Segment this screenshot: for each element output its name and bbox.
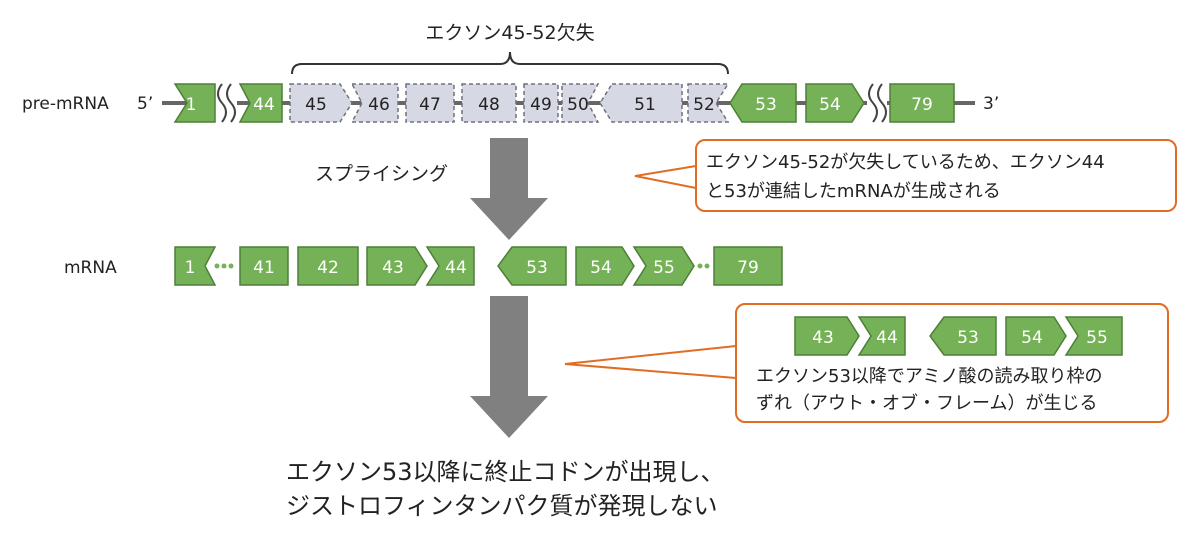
pre-mrna-exon-44: 44 bbox=[238, 83, 283, 123]
mrna-label: mRNA bbox=[64, 258, 117, 278]
pre-mrna-3prime: 3’ bbox=[983, 94, 999, 114]
mrna-exon-79: 79 bbox=[713, 246, 783, 286]
pre-mrna-exon-49: 49 bbox=[523, 83, 559, 123]
svg-text:47: 47 bbox=[419, 95, 441, 115]
mrna-exon-1: 1 bbox=[174, 246, 217, 286]
conclusion-line-2: ジストロフィンタンパク質が発現しない bbox=[286, 492, 718, 520]
svg-text:54: 54 bbox=[819, 95, 841, 115]
pre-mrna-exon-53: 53 bbox=[729, 83, 797, 123]
pre-mrna-5prime: 5’ bbox=[137, 94, 153, 114]
pre-mrna-exon-45: 45 bbox=[289, 83, 353, 123]
svg-text:43: 43 bbox=[382, 258, 404, 278]
callout-2-line-1: エクソン53以降でアミノ酸の読み取り枠の bbox=[756, 366, 1103, 387]
svg-text:1: 1 bbox=[185, 258, 196, 278]
svg-text:54: 54 bbox=[590, 258, 612, 278]
translation-arrow bbox=[470, 296, 548, 438]
mrna-exon-42: 42 bbox=[297, 246, 359, 286]
callout-exon-44: 44 bbox=[857, 316, 906, 356]
svg-text:44: 44 bbox=[876, 328, 898, 348]
mrna-exon-41: 41 bbox=[239, 246, 289, 286]
svg-text:54: 54 bbox=[1021, 328, 1043, 348]
svg-text:44: 44 bbox=[253, 95, 275, 115]
svg-text:52: 52 bbox=[693, 95, 715, 115]
svg-text:53: 53 bbox=[755, 95, 777, 115]
pre-mrna-exon-79: 79 bbox=[889, 83, 955, 123]
callout-exon-43: 43 bbox=[794, 316, 860, 356]
pre-mrna-exon-1: 1 bbox=[173, 83, 216, 123]
callout-1-line-1: エクソン45-52が欠失しているため、エクソン44 bbox=[706, 152, 1105, 173]
svg-text:49: 49 bbox=[530, 95, 552, 115]
svg-text:42: 42 bbox=[317, 258, 339, 278]
svg-text:45: 45 bbox=[305, 95, 327, 115]
callout-1-box bbox=[695, 139, 1177, 212]
svg-text:48: 48 bbox=[478, 95, 500, 115]
deletion-bracket bbox=[291, 51, 729, 75]
svg-text:53: 53 bbox=[526, 258, 548, 278]
mrna-dot bbox=[697, 263, 703, 269]
svg-text:55: 55 bbox=[653, 258, 675, 278]
callout-1-line-2: と53が連結したmRNAが生成される bbox=[706, 181, 1001, 202]
mrna-dot bbox=[214, 263, 220, 269]
splicing-arrow bbox=[470, 138, 548, 240]
callout-exon-55: 55 bbox=[1064, 316, 1123, 356]
svg-text:46: 46 bbox=[368, 95, 390, 115]
callout-2-pointer bbox=[564, 345, 737, 379]
callout-2-line-2: ずれ（アウト・オブ・フレーム）が生じる bbox=[756, 392, 1097, 414]
svg-text:50: 50 bbox=[567, 95, 589, 115]
mrna-exon-55: 55 bbox=[632, 246, 695, 286]
svg-text:79: 79 bbox=[737, 258, 759, 278]
callout-exon-54: 54 bbox=[1005, 316, 1067, 356]
callout-1-pointer bbox=[634, 165, 697, 189]
conclusion-line-1: エクソン53以降に終止コドンが出現し、 bbox=[286, 458, 725, 486]
pre-mrna-exon-52: 52 bbox=[687, 83, 730, 123]
mrna-dot bbox=[704, 263, 710, 269]
svg-text:41: 41 bbox=[253, 258, 275, 278]
svg-text:1: 1 bbox=[186, 95, 197, 115]
callout-exon-53: 53 bbox=[929, 316, 997, 356]
pre-mrna-exon-51: 51 bbox=[599, 83, 683, 123]
svg-text:43: 43 bbox=[812, 328, 834, 348]
mrna-dot bbox=[221, 263, 227, 269]
pre-mrna-exon-48: 48 bbox=[461, 83, 517, 123]
svg-text:51: 51 bbox=[634, 95, 656, 115]
svg-text:79: 79 bbox=[911, 95, 933, 115]
svg-text:44: 44 bbox=[445, 258, 467, 278]
mrna-dot bbox=[228, 263, 234, 269]
pre-mrna-exon-50: 50 bbox=[561, 83, 600, 123]
mrna-exon-53: 53 bbox=[497, 246, 567, 286]
pre-mrna-label: pre-mRNA bbox=[22, 94, 109, 114]
pre-mrna-exon-46: 46 bbox=[350, 83, 399, 123]
svg-text:55: 55 bbox=[1086, 328, 1108, 348]
svg-text:53: 53 bbox=[957, 328, 979, 348]
pre-mrna-exon-47: 47 bbox=[405, 83, 455, 123]
deletion-label: エクソン45-52欠失 bbox=[425, 22, 594, 44]
mrna-exon-44: 44 bbox=[425, 246, 475, 286]
splicing-label: スプライシング bbox=[315, 163, 448, 185]
mrna-exon-43: 43 bbox=[366, 246, 428, 286]
mrna-exon-54: 54 bbox=[575, 246, 635, 286]
strand-break-1 bbox=[217, 83, 236, 123]
pre-mrna-exon-54: 54 bbox=[805, 83, 865, 123]
strand-break-2 bbox=[868, 83, 887, 123]
